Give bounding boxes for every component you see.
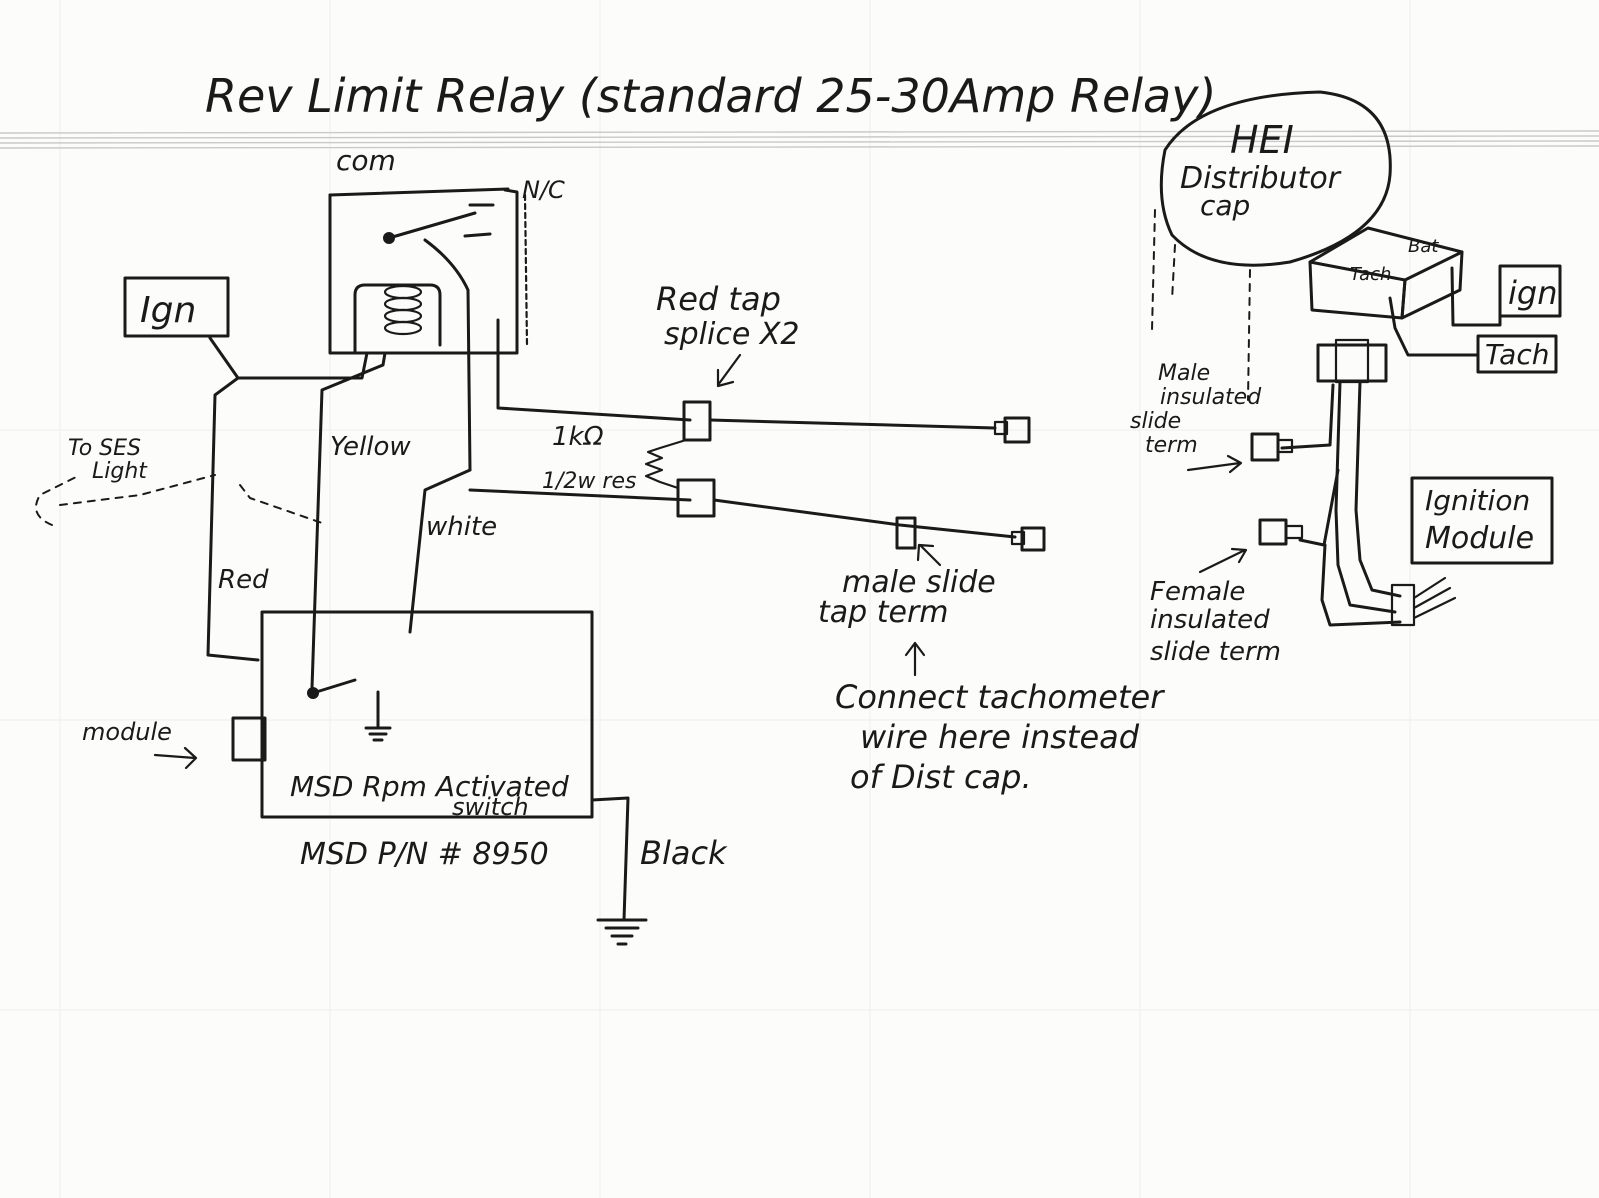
module-label: module [82, 718, 172, 746]
male-insulated-label-1: Male [1158, 361, 1210, 386]
male-term-arrow-icon [1186, 454, 1243, 474]
harness-wire-b [1354, 380, 1402, 598]
resistor-value-label: 1kΩ [552, 422, 604, 452]
ses-light-wire-right [239, 484, 323, 524]
white-wire-label: white [426, 512, 497, 542]
female-insulated-slide-term [1258, 518, 1304, 546]
male-insulated-label-2: insulated [1160, 385, 1262, 410]
hei-cap-label-2: Distributor [1180, 161, 1342, 196]
red-tap-arrow-icon [716, 353, 742, 388]
note-line-1: Connect tachometer [835, 678, 1165, 716]
note-up-arrow-icon [904, 641, 926, 677]
msd-rpm-switch [260, 610, 594, 819]
cap-bat-label: Bat [1408, 236, 1439, 257]
harness-wire-c [1320, 543, 1402, 627]
ignition-module [1410, 476, 1554, 565]
female-term-arrow-icon [1198, 547, 1248, 574]
male-insulated-label-3: slide [1130, 409, 1181, 434]
module-arrow-icon [153, 746, 198, 770]
male-insulated-label-4: term [1145, 433, 1198, 458]
cap-dash-left-2 [1171, 244, 1176, 301]
note-line-3: of Dist cap. [850, 758, 1032, 796]
ign-left-label: Ign [140, 290, 196, 331]
ign-box-right [1498, 264, 1562, 318]
yellow-wire-label: Yellow [330, 432, 411, 462]
female-insulated-label-3: slide term [1150, 637, 1281, 667]
resistor-1k [644, 438, 688, 490]
to-ses-label-1: To SES [68, 436, 141, 461]
male-insulated-slide-term [1250, 432, 1294, 462]
msd-name-line1: MSD Rpm Activated [290, 770, 569, 803]
header-rule-lines [0, 130, 1599, 149]
red-tap-splice-lower [676, 478, 716, 518]
msd-module-connector [231, 716, 267, 762]
female-insulated-label-2: insulated [1150, 605, 1270, 635]
page-title: Rev Limit Relay (standard 25-30Amp Relay… [205, 69, 1216, 123]
ignition-module-label-1: Ignition [1425, 484, 1530, 517]
relay-coil [383, 284, 423, 336]
male-slide-label-1: male slide [842, 565, 996, 600]
msd-name-line2: switch [452, 793, 529, 821]
relay [328, 187, 529, 472]
female-term-wire [1298, 468, 1340, 547]
red-tap-label-2: splice X2 [664, 317, 799, 352]
ign-right-label: ign [1508, 274, 1557, 312]
cap-terminal-block [1308, 226, 1464, 320]
note-line-2: wire here instead [860, 718, 1140, 756]
wire-routing [206, 318, 692, 690]
harness-clip [1390, 576, 1457, 627]
male-slide-label-2: tap term [818, 595, 949, 630]
black-wire-label: Black [640, 834, 728, 872]
female-insulated-label-1: Female [1150, 577, 1245, 607]
ses-light-wire-lower [59, 474, 216, 506]
connector-lower [1010, 526, 1046, 552]
bat-wire [1450, 266, 1502, 327]
tap-wire-lower [712, 498, 1017, 539]
male-slide-tap-term [895, 516, 917, 550]
red-tap-label-1: Red tap [656, 280, 781, 318]
connector-upper [993, 416, 1031, 444]
tach-box [1476, 334, 1558, 374]
cap-dash-center [1247, 269, 1251, 401]
msd-switch-arm [311, 678, 357, 695]
to-ses-label-2: Light [92, 459, 148, 484]
tap-term-arrow-icon [916, 543, 942, 567]
resistor-rating-label: 1/2w res [542, 469, 636, 494]
male-term-wire [1280, 383, 1335, 450]
msd-part-number: MSD P/N # 8950 [300, 837, 549, 872]
tach-wire [1388, 296, 1480, 357]
cap-harness-plug [1316, 338, 1388, 384]
ign-box-left [123, 276, 230, 338]
hei-cap-label-1: HEI [1230, 118, 1294, 162]
black-wire [590, 796, 630, 922]
ignition-module-label-2: Module [1425, 521, 1534, 556]
red-wire-label: Red [218, 565, 269, 595]
harness-wire-a [1334, 380, 1397, 614]
cap-dash-left [1151, 209, 1156, 331]
hei-distributor-cap [1159, 90, 1392, 267]
relay-nc-label: N/C [522, 176, 565, 204]
cap-tach-label: Tach [1350, 264, 1391, 285]
chassis-ground-icon [596, 918, 648, 946]
msd-ground-icon [364, 690, 392, 742]
hei-cap-label-3: cap [1200, 189, 1250, 222]
tach-box-label: Tach [1485, 338, 1549, 371]
relay-com-label: com [336, 144, 396, 177]
tap-wire-upper [708, 418, 997, 430]
ses-light-wire [35, 474, 81, 526]
